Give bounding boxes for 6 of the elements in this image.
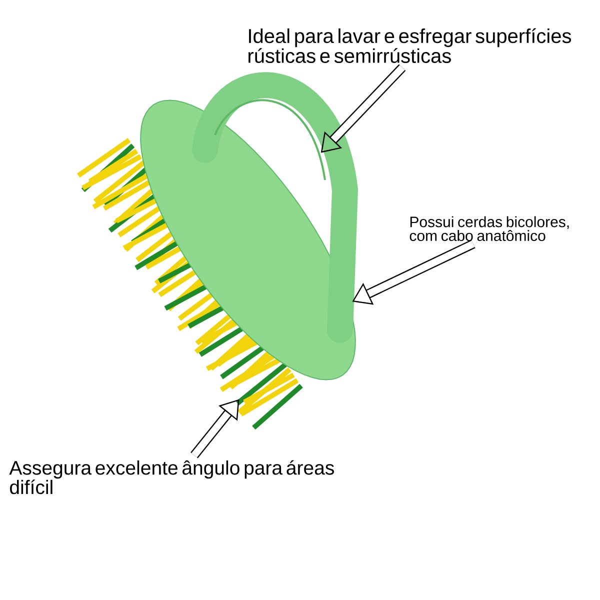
callout-text: Assegura excelente ângulo para áreas difícil bbox=[9, 460, 334, 494]
block-arrow bbox=[190, 399, 240, 458]
brush-handle bbox=[192, 72, 358, 343]
brush-body bbox=[140, 100, 356, 380]
callout-text: Ideal para lavar e esfregar superfícies rústicas e semirrústicas bbox=[248, 28, 572, 63]
callout-text: Possui cerdas bicolores, com cabo anatômico bbox=[410, 216, 569, 242]
